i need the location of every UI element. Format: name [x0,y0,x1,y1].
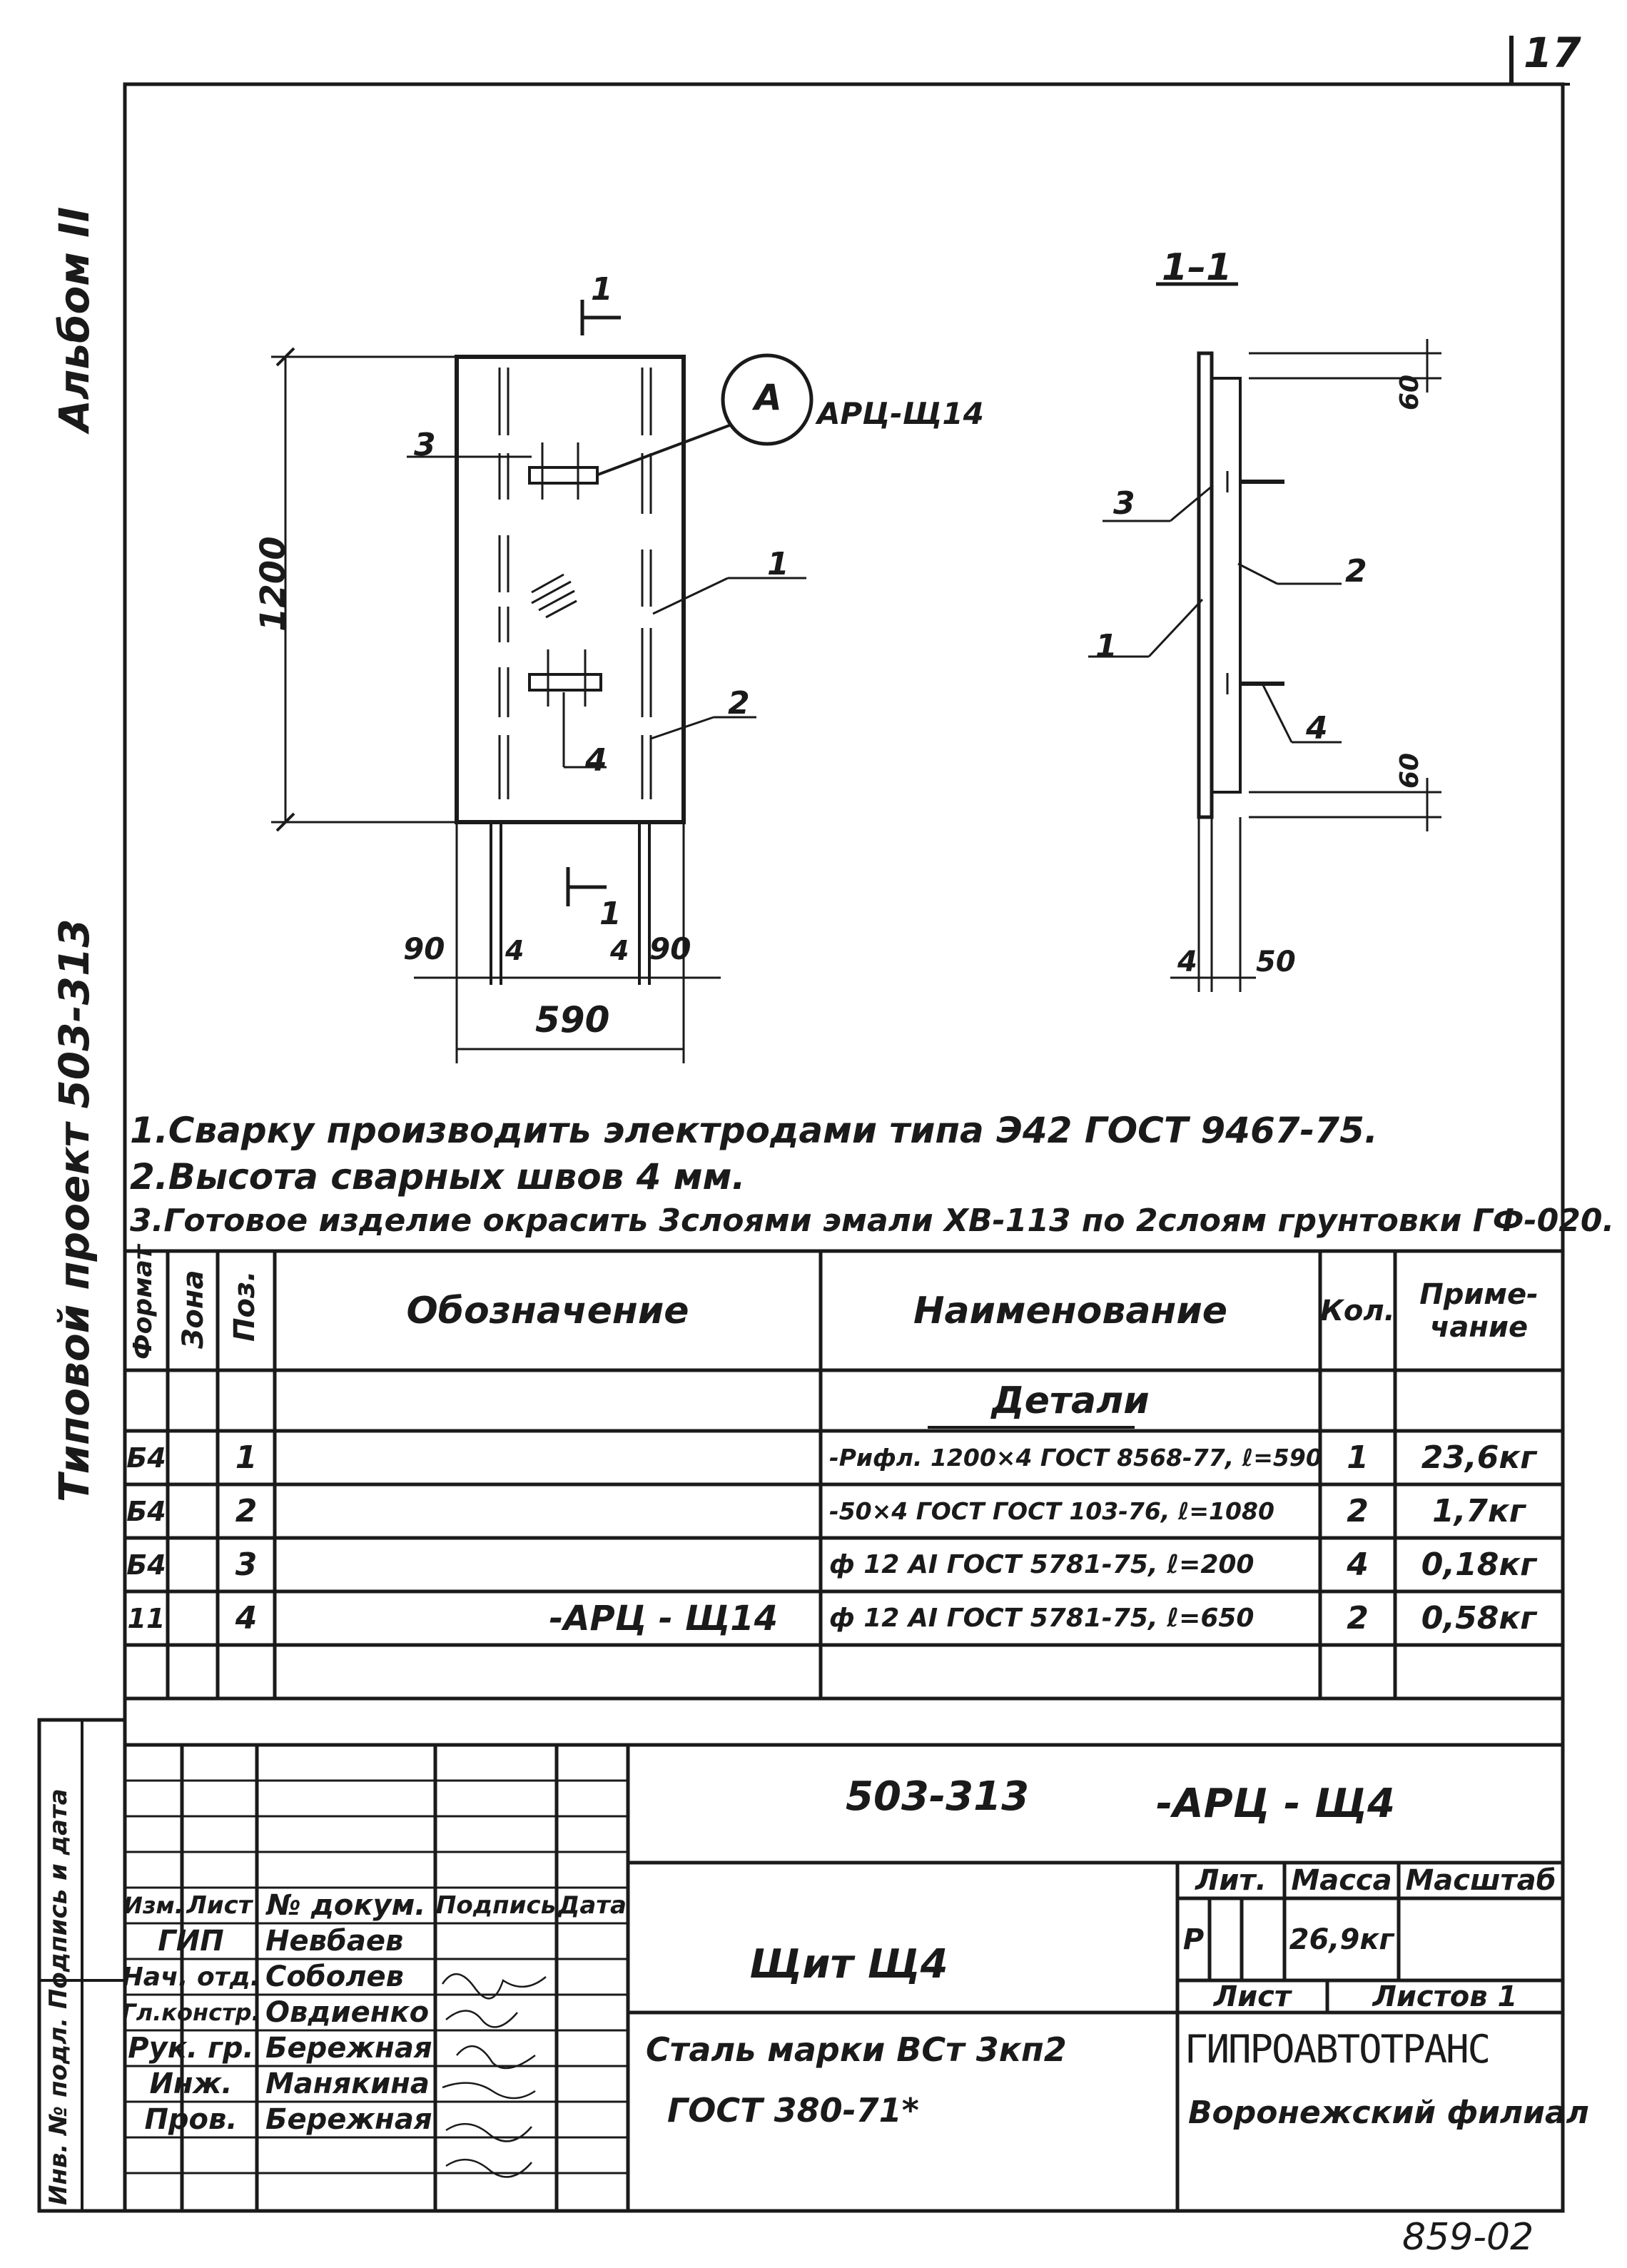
section-mark-top: 1 [591,271,613,308]
sheet-frame [123,82,1565,2213]
note-3: 3.Готовое изделие окрасить 3слоями эмали… [130,1203,1615,1239]
pos-label-1: 1 [767,546,789,582]
row4-format: 11 [127,1602,166,1634]
dim-left-90: 90 [403,931,445,966]
signer-role-5: Инж. [149,2067,233,2100]
mass-value: 26,9кг [1289,1923,1394,1956]
sign-hdr-sign: Подпись [435,1891,557,1920]
signer-name-5: Манякина [265,2067,430,2100]
project-label: Типовой проект 503-313 [50,918,98,1502]
signer-role-2: Нач. отд. [125,1962,257,1992]
pos-label-2: 2 [728,685,750,722]
dim-width-590: 590 [535,999,610,1041]
row4-designation: -АРЦ - Щ14 [549,1598,778,1639]
sign-hdr-izm: Изм. [125,1892,182,1919]
dim-height-1200: 1200 [253,536,293,632]
signer-role-6: Пров. [144,2103,238,2136]
signer-name-2: Соболев [265,1960,404,1993]
doc-suffix: -АРЦ - Щ4 [1156,1781,1396,1827]
header-pos: Поз. [228,1270,261,1342]
album-label: Альбом II [50,206,98,432]
signer-role-1: ГИП [158,1925,224,1958]
org-name: ГИПРОАВТОТРАНС [1185,2027,1491,2072]
header-name: Наименование [913,1289,1228,1332]
lit-value: Р [1182,1923,1205,1956]
section-plate [1197,351,1214,819]
row2-pos: 2 [235,1493,258,1529]
sec-dim-50: 50 [1256,946,1296,978]
page-number: 17 [1524,29,1581,77]
sign-hdr-doc: № докум. [266,1889,426,1922]
dim-left-4: 4 [505,935,524,966]
note-1: 1.Сварку производить электродами типа Э4… [130,1110,1378,1151]
row4-name: ф 12 АI ГОСТ 5781-75, ℓ=650 [829,1604,1255,1633]
sign-hdr-list: Лист [186,1891,253,1920]
dim-right-4: 4 [610,935,629,966]
row3-pos: 3 [235,1546,258,1583]
section-title: 1–1 [1162,246,1232,289]
material-line-1: Сталь марки ВСт 3кп2 [646,2030,1067,2069]
sec-pos-4: 4 [1306,710,1328,746]
signer-name-1: Невбаев [265,1925,404,1958]
sec-pos-2: 2 [1345,553,1367,589]
row3-qty: 4 [1347,1546,1369,1583]
signer-role-4: Рук. гр. [128,2032,254,2065]
header-note: Приме-чание [1419,1277,1539,1344]
signer-name-4: Бережная [265,2032,432,2065]
sheet-label: Лист [1213,1980,1292,2013]
callout-reference: АРЦ-Щ14 [817,396,984,431]
row1-note: 23,6кг [1421,1439,1537,1476]
dim-right-90: 90 [649,931,691,966]
doc-code: 503-313 [846,1773,1030,1820]
signer-name-6: Бережная [265,2103,432,2136]
section-details-title: Детали [991,1379,1150,1422]
stamp-label: Инв. № подл. Подпись и дата [44,1788,73,2205]
row4-qty: 2 [1347,1600,1369,1636]
sec-dim-4: 4 [1177,946,1197,978]
header-designation: Обозначение [406,1289,689,1332]
row2-qty: 2 [1347,1493,1369,1529]
row1-pos: 1 [235,1439,258,1476]
item-name: Щит Щ4 [749,1941,948,1988]
row2-name: -50×4 ГОСТ ГОСТ 103-76, ℓ=1080 [829,1497,1274,1525]
signer-name-3: Овдиенко [265,1996,430,2029]
lit-header: Лит. [1195,1864,1267,1897]
row2-note: 1,7кг [1432,1493,1526,1529]
row1-qty: 1 [1347,1439,1369,1476]
sec-pos-1: 1 [1095,628,1117,664]
row4-note: 0,58кг [1421,1600,1537,1636]
row3-format: Б4 [126,1549,166,1581]
bottom-code: 859-02 [1402,2216,1534,2259]
row4-pos: 4 [235,1600,258,1636]
row1-name: -Рифл. 1200×4 ГОСТ 8568-77, ℓ=590 [829,1444,1320,1472]
mass-header: Масса [1291,1864,1392,1897]
header-qty: Кол. [1320,1294,1395,1327]
sheets-label: Листов 1 [1372,1980,1518,2013]
header-zone: Зона [177,1270,210,1349]
row3-note: 0,18кг [1421,1546,1537,1583]
sign-hdr-date: Дата [558,1891,627,1920]
signer-role-3: Гл.констр. [125,1999,257,2026]
scale-header: Масштаб [1405,1864,1556,1897]
header-format: Формат [128,1245,158,1360]
note-2: 2.Высота сварных швов 4 мм. [130,1156,746,1198]
sec-dim-top: 60 [1395,374,1424,410]
row3-name: ф 12 АI ГОСТ 5781-75, ℓ=200 [829,1550,1255,1579]
org-branch: Воронежский филиал [1188,2095,1589,2131]
sec-pos-3: 3 [1113,485,1135,522]
pos-label-3: 3 [414,427,436,463]
row1-format: Б4 [126,1442,166,1474]
row2-format: Б4 [126,1495,166,1527]
plate-outline [455,355,686,824]
material-line-2: ГОСТ 380-71* [667,2091,919,2130]
sec-dim-bottom: 60 [1395,752,1424,789]
pos-label-4: 4 [585,742,607,779]
section-mark-bottom: 1 [599,896,622,932]
callout-letter: А [754,377,782,418]
